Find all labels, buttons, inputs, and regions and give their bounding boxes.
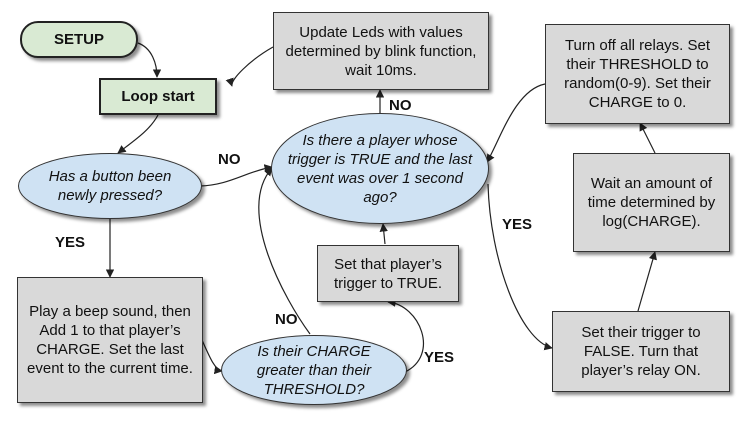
arrow-beep-to-charge: [201, 339, 223, 375]
loop-start-label: Loop start: [121, 88, 195, 105]
wait-amount-text: Wait an amount of time determined by log…: [587, 175, 716, 230]
player-trigger-decision: Is there a player whose trigger is TRUE …: [271, 113, 489, 224]
label-no-charge: NO: [275, 311, 298, 328]
arrow-loop-to-button: [117, 114, 159, 154]
wait-amount-box: Wait an amount of time determined by log…: [573, 153, 730, 252]
update-leds-text: Update Leds with values determined by bl…: [285, 23, 477, 79]
set-trigger-false-text: Set their trigger to FALSE. Turn that pl…: [581, 324, 701, 379]
arrow-relays-to-player: [486, 83, 546, 163]
charge-threshold-decision: Is their CHARGE greater than their THRES…: [221, 335, 407, 405]
play-beep-box: Play a beep sound, then Add 1 to that pl…: [17, 277, 203, 403]
set-trigger-false-box: Set their trigger to FALSE. Turn that pl…: [552, 311, 730, 392]
arrow-settrue-to-player: [379, 223, 388, 245]
arrow-player-to-setfalse: [487, 183, 553, 351]
arrow-leds-to-loop: [225, 46, 274, 87]
update-leds-box: Update Leds with values determined by bl…: [273, 12, 489, 90]
setup-node: SETUP: [20, 21, 138, 58]
turn-off-relays-box: Turn off all relays. Set their THRESHOLD…: [545, 24, 730, 124]
arrow-charge-to-player: [258, 167, 311, 335]
set-trigger-true-text: Set that player’s trigger to TRUE.: [333, 255, 443, 292]
label-no-button: NO: [218, 151, 241, 168]
button-pressed-text: Has a button been newly pressed?: [48, 168, 172, 204]
turn-off-relays-text: Turn off all relays. Set their THRESHOLD…: [564, 37, 711, 111]
arrow-setfalse-to-wait: [637, 251, 657, 312]
charge-threshold-text: Is their CHARGE greater than their THRES…: [256, 342, 372, 398]
button-pressed-decision: Has a button been newly pressed?: [18, 153, 202, 219]
arrow-setup-to-loop: [137, 42, 162, 78]
loop-start-node: Loop start: [99, 78, 217, 115]
arrow-charge-to-settrue: [387, 298, 424, 373]
player-trigger-text: Is there a player whose trigger is TRUE …: [287, 131, 473, 206]
label-yes-charge: YES: [424, 349, 455, 366]
label-yes-player: YES: [502, 216, 533, 233]
arrow-button-to-player: [199, 164, 273, 187]
setup-label: SETUP: [53, 31, 104, 48]
label-no-player: NO: [389, 97, 412, 114]
play-beep-text: Play a beep sound, then Add 1 to that pl…: [27, 303, 193, 377]
arrow-wait-to-relays: [639, 122, 656, 154]
set-trigger-true-box: Set that player’s trigger to TRUE.: [317, 245, 459, 302]
label-yes-button: YES: [55, 234, 86, 251]
